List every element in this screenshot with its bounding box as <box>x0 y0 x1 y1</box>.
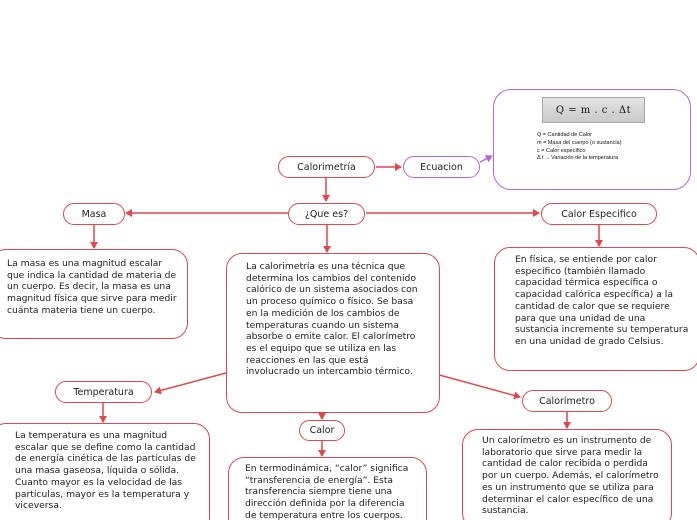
legend-item-q: Q = Cantidad de Calor <box>537 132 592 138</box>
node-calor-especifico[interactable]: Calor Especifico <box>541 203 657 225</box>
formula-legend: Q = Cantidad de Calor m = Masa del cuerp… <box>537 132 687 163</box>
node-ecuacion[interactable]: Ecuacion <box>403 156 480 178</box>
box-calorimetro-description: Un calorímetro es un instrumento de labo… <box>462 429 672 520</box>
node-calorimetria[interactable]: Calorimetría <box>278 156 375 178</box>
que-es-text: La calorimetría es una técnica que deter… <box>246 261 418 378</box>
temperatura-text: La temperatura es una magnitud escalar q… <box>15 430 196 512</box>
node-calor[interactable]: Calor <box>299 420 345 441</box>
calor-especifico-text: En física, se entiende por calor específ… <box>515 254 689 347</box>
formula-image: Q = m . c . Δt <box>542 97 645 123</box>
box-calor-especifico-description: En física, se entiende por calor específ… <box>494 247 697 371</box>
masa-text: La masa es una magnitud escalar que indi… <box>7 258 177 316</box>
box-masa-description: La masa es una magnitud escalar que indi… <box>0 249 188 339</box>
calor-text: En termodinámica, “calor” significa “tra… <box>245 463 409 520</box>
node-calorimetro[interactable]: Calorímetro <box>522 390 612 412</box>
node-masa[interactable]: Masa <box>63 203 125 225</box>
node-que-es[interactable]: ¿Que es? <box>288 203 365 225</box>
box-que-es-description: La calorimetría es una técnica que deter… <box>226 253 440 413</box>
box-calor-description: En termodinámica, “calor” significa “tra… <box>228 457 427 520</box>
legend-item-c: c = Calor específico <box>537 147 586 154</box>
legend-item-dt: Δ t ... Variación de la temperatura <box>537 155 619 162</box>
link-description-calorimetro <box>431 372 521 400</box>
link-description-temperatura <box>154 372 227 395</box>
box-temperatura-description: La temperatura es una magnitud escalar q… <box>0 423 210 520</box>
link-ecuacion-formula <box>479 155 493 163</box>
node-temperatura[interactable]: Temperatura <box>55 381 152 403</box>
legend-item-m: m = Masa del cuerpo (o sustancia) <box>537 139 622 146</box>
calorimetro-text: Un calorímetro es un instrumento de labo… <box>482 435 659 517</box>
formula-text: Q = m . c . Δt <box>555 104 632 116</box>
